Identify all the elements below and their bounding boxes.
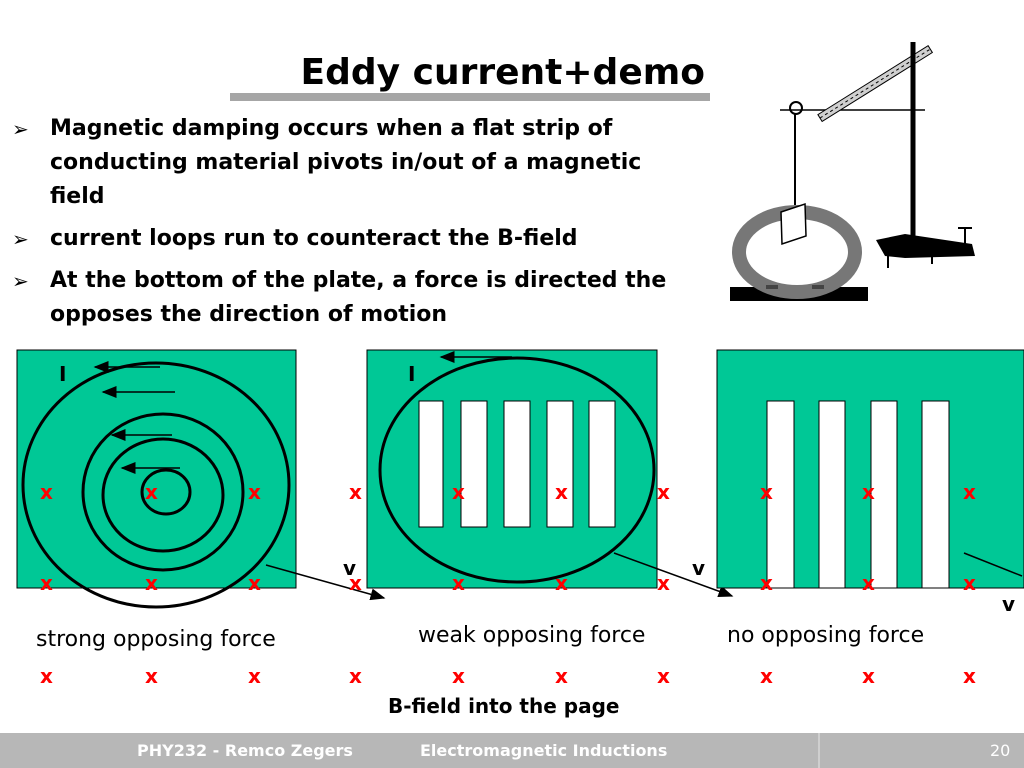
field-mark: x — [862, 480, 875, 504]
field-mark: x — [452, 571, 465, 595]
field-mark: x — [555, 480, 568, 504]
footer-bar: PHY232 - Remco Zegers Electromagnetic In… — [0, 733, 1024, 768]
field-mark: x — [862, 571, 875, 595]
plate-solid — [16, 349, 386, 609]
slot — [588, 400, 616, 528]
velocity-arrow — [613, 552, 734, 598]
field-mark: x — [145, 480, 158, 504]
field-mark: x — [349, 480, 362, 504]
slot — [766, 400, 795, 589]
caption-none: no opposing force — [727, 623, 925, 648]
velocity-label: v — [1002, 592, 1016, 616]
footer-topic: Electromagnetic Inductions — [420, 741, 668, 760]
page-number: 20 — [990, 741, 1011, 760]
field-mark: x — [555, 664, 568, 688]
slot — [503, 400, 531, 528]
velocity-arrow — [963, 552, 1023, 577]
field-mark: x — [760, 664, 773, 688]
current-loop — [81, 412, 245, 572]
slide-title: Eddy current+demo — [300, 52, 705, 93]
velocity-label: v — [692, 556, 706, 580]
solid-plate — [16, 349, 297, 589]
field-mark: x — [349, 571, 362, 595]
apparatus-illustration — [730, 42, 975, 301]
current-loop — [101, 437, 225, 553]
slot — [818, 400, 846, 589]
plate-slotted — [366, 349, 734, 598]
field-mark: x — [657, 571, 670, 595]
slot — [460, 400, 488, 528]
current-loop — [140, 468, 192, 516]
bullet-arrow-icon: ➢ — [12, 227, 29, 251]
field-mark: x — [862, 664, 875, 688]
eddy-current-diagram — [16, 42, 1024, 609]
bullet-arrow-icon: ➢ — [12, 117, 29, 141]
field-mark: x — [40, 664, 53, 688]
footer-author: PHY232 - Remco Zegers — [137, 741, 353, 760]
slot — [870, 400, 898, 589]
field-mark: x — [40, 480, 53, 504]
field-mark: x — [145, 664, 158, 688]
field-mark: x — [248, 664, 261, 688]
pivot — [789, 101, 803, 115]
current-label: I — [408, 362, 416, 386]
bullet-text: current loops run to counteract the B-fi… — [50, 226, 578, 251]
field-caption: B-field into the page — [388, 694, 620, 718]
bullet-list: ➢ Magnetic damping occurs when a flat st… — [0, 112, 700, 340]
slot — [921, 400, 950, 589]
current-loop — [378, 356, 656, 584]
field-mark: x — [963, 571, 976, 595]
field-mark: x — [145, 571, 158, 595]
footer-divider — [818, 733, 820, 768]
bullet-arrow-icon: ➢ — [12, 269, 29, 293]
caption-weak: weak opposing force — [418, 623, 646, 648]
bullet-item: ➢ current loops run to counteract the B-… — [0, 222, 700, 256]
field-mark: x — [657, 480, 670, 504]
field-mark: x — [248, 571, 261, 595]
field-mark: x — [657, 664, 670, 688]
bullet-item: ➢ At the bottom of the plate, a force is… — [0, 264, 700, 332]
field-mark: x — [40, 571, 53, 595]
caption-strong: strong opposing force — [36, 627, 276, 652]
slot — [418, 400, 444, 528]
field-mark: x — [248, 480, 261, 504]
velocity-label: v — [343, 556, 357, 580]
field-mark: x — [555, 571, 568, 595]
current-label: I — [59, 362, 67, 386]
title-underline — [230, 93, 710, 101]
field-mark: x — [349, 664, 362, 688]
plate-comb — [716, 349, 1024, 589]
stand-foot — [876, 234, 975, 258]
field-mark: x — [452, 664, 465, 688]
velocity-arrow — [265, 564, 386, 601]
bullet-text: At the bottom of the plate, a force is d… — [50, 268, 667, 327]
pendulum-plate — [780, 202, 807, 246]
field-mark: x — [452, 480, 465, 504]
field-mark: x — [963, 480, 976, 504]
current-loop — [21, 361, 291, 609]
field-mark: x — [760, 480, 773, 504]
bullet-item: ➢ Magnetic damping occurs when a flat st… — [0, 112, 700, 214]
field-mark: x — [963, 664, 976, 688]
field-mark: x — [760, 571, 773, 595]
slot — [546, 400, 574, 528]
bullet-text: Magnetic damping occurs when a flat stri… — [50, 116, 642, 209]
